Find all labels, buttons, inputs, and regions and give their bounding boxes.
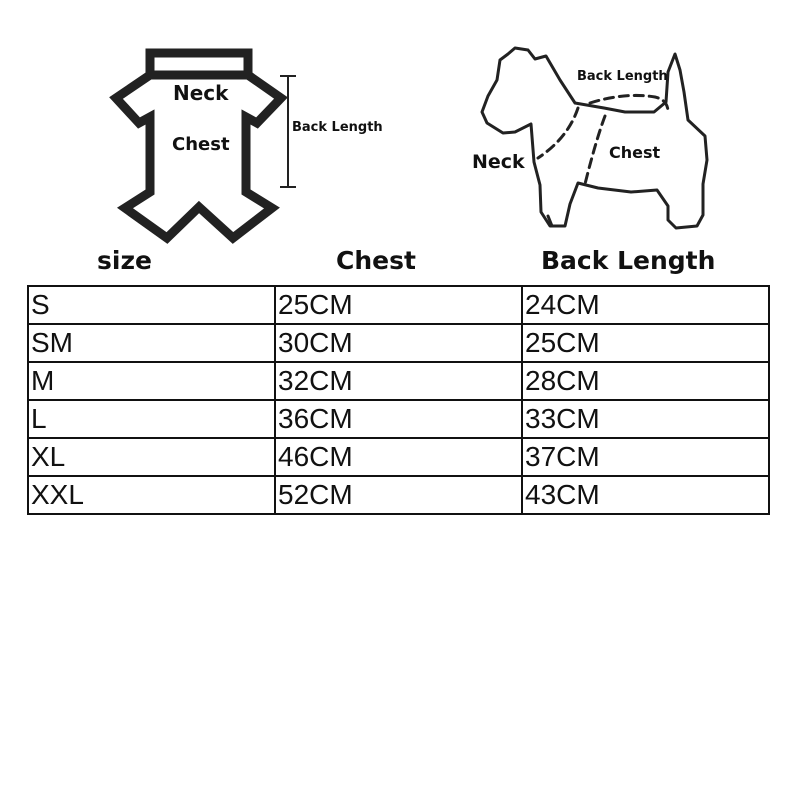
garment-back-length-label: Back Length (292, 120, 383, 135)
table-row: XXL 52CM 43CM (27, 475, 770, 515)
table-row: SM 30CM 25CM (27, 323, 770, 363)
garment-neck-label: Neck (173, 81, 229, 105)
size-cell: SM (27, 323, 276, 363)
size-cell: L (27, 399, 276, 439)
dog-silhouette-icon (480, 46, 709, 230)
dog-chest-label: Chest (609, 143, 661, 162)
table-row: XL 46CM 37CM (27, 437, 770, 477)
back-length-cell: 28CM (521, 361, 770, 401)
size-cell: XL (27, 437, 276, 477)
size-table: S 25CM 24CM SM 30CM 25CM M 32CM 28CM L 3… (27, 285, 770, 515)
chest-cell: 25CM (274, 285, 523, 325)
back-length-cell: 25CM (521, 323, 770, 363)
table-row: S 25CM 24CM (27, 285, 770, 325)
back-length-cell: 33CM (521, 399, 770, 439)
table-row: L 36CM 33CM (27, 399, 770, 439)
chest-cell: 32CM (274, 361, 523, 401)
size-cell: S (27, 285, 276, 325)
garment-outline-icon (109, 48, 288, 244)
chest-column-header: Chest (336, 246, 416, 275)
back-length-cell: 37CM (521, 437, 770, 477)
chest-cell: 52CM (274, 475, 523, 515)
size-cell: M (27, 361, 276, 401)
dog-measure-lines-icon (536, 93, 670, 186)
back-length-bracket-icon (280, 75, 296, 188)
chest-cell: 36CM (274, 399, 523, 439)
back-length-cell: 24CM (521, 285, 770, 325)
dog-back-length-label: Back Length (577, 69, 668, 84)
size-column-header: size (97, 246, 152, 275)
size-cell: XXL (27, 475, 276, 515)
chest-cell: 46CM (274, 437, 523, 477)
garment-chest-label: Chest (172, 134, 230, 155)
back-length-column-header: Back Length (541, 246, 716, 275)
measurement-diagrams: Neck Chest Back Length Back Length Neck … (109, 46, 709, 244)
chest-cell: 30CM (274, 323, 523, 363)
dog-neck-label: Neck (472, 151, 525, 173)
table-row: M 32CM 28CM (27, 361, 770, 401)
back-length-cell: 43CM (521, 475, 770, 515)
